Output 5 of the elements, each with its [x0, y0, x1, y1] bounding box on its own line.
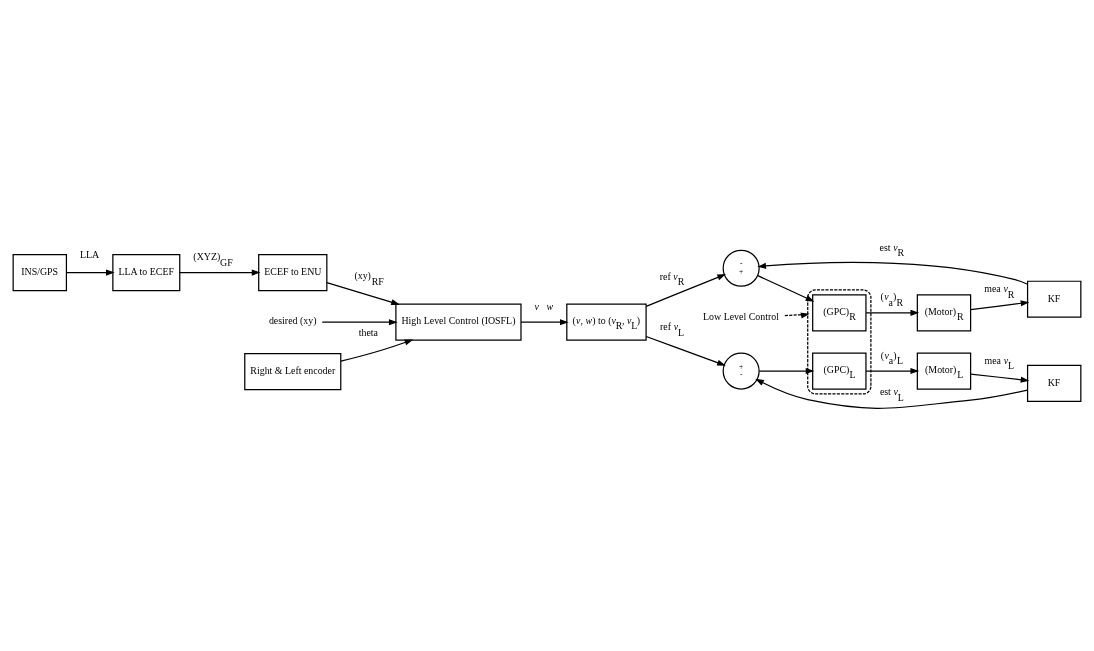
- node-text: Low Level Control: [703, 310, 779, 322]
- edge-label: LLA: [80, 248, 100, 260]
- node-text: desired (xy): [268, 314, 317, 326]
- edge-label: theta: [358, 326, 378, 338]
- edge-label: v w: [534, 300, 553, 312]
